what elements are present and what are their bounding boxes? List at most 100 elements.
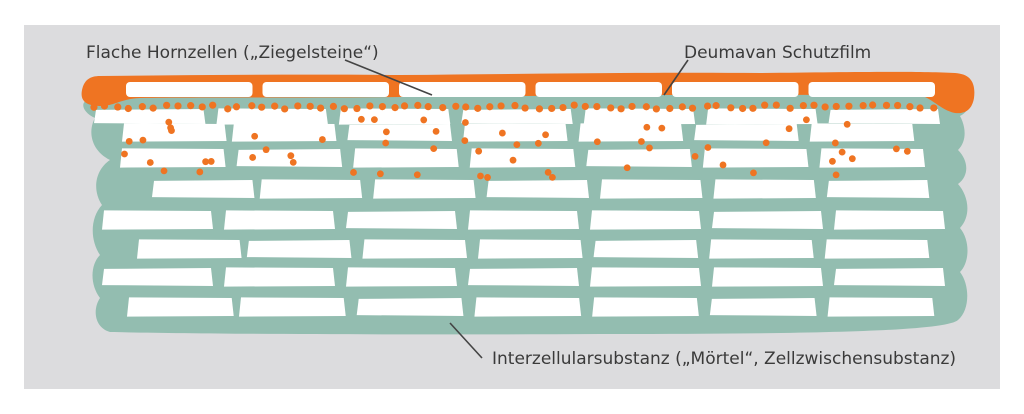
film-droplet [224, 105, 232, 113]
film-droplet [353, 104, 361, 113]
film-droplet [281, 105, 289, 113]
film-droplet [202, 158, 210, 166]
corneocyte-cell [826, 180, 930, 198]
corneocyte-cell [216, 108, 328, 125]
corneocyte-cell [224, 267, 335, 287]
film-droplet [198, 103, 206, 111]
corneocyte-cell [828, 109, 940, 124]
film-droplets [90, 101, 938, 181]
film-droplet [739, 104, 747, 113]
film-droplet [357, 115, 365, 123]
film-droplet [903, 147, 911, 155]
film-droplet [704, 144, 712, 151]
schutzfilm-label: Deumavan Schutzfilm [684, 43, 871, 63]
corneocyte-cell [346, 211, 457, 229]
film-droplet [498, 129, 506, 137]
film-droplet [400, 102, 409, 110]
film-droplet [906, 103, 914, 111]
film-droplet [628, 102, 636, 111]
corneocyte-cell [694, 124, 799, 141]
corneocyte-cell [834, 268, 945, 286]
corneocyte-cell [346, 267, 457, 287]
corneocyte-cell [824, 239, 930, 259]
film-droplet [462, 103, 470, 111]
film-droplet [799, 101, 807, 110]
corneocyte-cell [713, 179, 816, 199]
corneocyte-cell [702, 148, 809, 168]
film-droplet [146, 159, 154, 166]
film-droplet [139, 136, 147, 144]
film-droplet [474, 104, 482, 112]
film-droplet [570, 101, 578, 109]
film-droplet [174, 102, 182, 110]
film-brick [535, 82, 662, 97]
film-droplet [761, 101, 769, 109]
film-droplet [786, 104, 794, 112]
corneocyte-cell [356, 298, 464, 316]
film-droplet [424, 103, 432, 111]
film-droplet [646, 144, 653, 152]
film-droplet [882, 101, 891, 109]
film-droplet [691, 152, 699, 160]
film-droplet [420, 116, 428, 124]
film-droplet [121, 150, 128, 158]
corneocyte-cell [706, 108, 818, 125]
film-droplet [511, 101, 519, 110]
film-droplet [581, 102, 589, 111]
film-brick [262, 82, 389, 97]
film-droplet [248, 102, 256, 110]
film-droplet [638, 138, 645, 145]
film-droplet [187, 102, 195, 110]
film-droplet [703, 102, 712, 110]
film-droplet [785, 125, 793, 133]
schutzfilm-leader-line [663, 59, 689, 96]
film-droplet [432, 127, 440, 135]
corneocyte-cell [94, 109, 206, 124]
film-droplet [497, 102, 505, 110]
corneocyte-cell [712, 211, 823, 229]
film-droplet [382, 139, 390, 147]
corneocyte-cell [600, 179, 703, 199]
film-droplet [542, 131, 549, 139]
film-droplet [513, 141, 521, 149]
film-droplet [930, 104, 938, 112]
corneocyte-cell [469, 148, 576, 168]
film-droplet [829, 157, 836, 165]
interzellular-leader-line [449, 322, 483, 359]
film-droplet [678, 103, 686, 111]
corneocyte-cell [712, 267, 823, 287]
corneocyte-cell [239, 297, 346, 317]
film-droplet [163, 101, 171, 109]
hornzellen-leader-line [344, 59, 433, 96]
film-droplet [544, 168, 552, 176]
film-droplet [232, 103, 241, 111]
corneocyte-cell [592, 297, 699, 317]
film-bricks [126, 82, 935, 97]
film-droplet [749, 104, 757, 112]
corneocyte-cell [809, 123, 915, 142]
corneocyte-cell [474, 297, 582, 317]
corneocyte-cell [463, 123, 568, 142]
film-droplet [287, 152, 295, 160]
film-droplet [509, 156, 517, 164]
film-droplet [666, 104, 674, 113]
film-droplet [391, 104, 399, 112]
corneocyte-cells [94, 108, 945, 317]
film-droplet [350, 169, 357, 176]
corneocyte-cell [353, 148, 459, 168]
film-droplet [100, 102, 109, 110]
interzellular-label: Interzellularsubstanz („Mörtel“, Zellzwi… [492, 349, 956, 369]
film-droplet [535, 105, 544, 113]
film-brick [808, 82, 935, 97]
film-droplet [869, 101, 877, 109]
corneocyte-cell [583, 108, 696, 125]
film-brick [672, 82, 799, 97]
film-droplet [209, 101, 217, 109]
film-droplet [207, 158, 215, 165]
corneocyte-cell [590, 210, 701, 230]
film-droplet [658, 124, 666, 132]
film-droplet [688, 104, 697, 112]
film-droplet [114, 103, 122, 111]
film-droplet [916, 104, 924, 112]
film-droplet [124, 104, 132, 113]
